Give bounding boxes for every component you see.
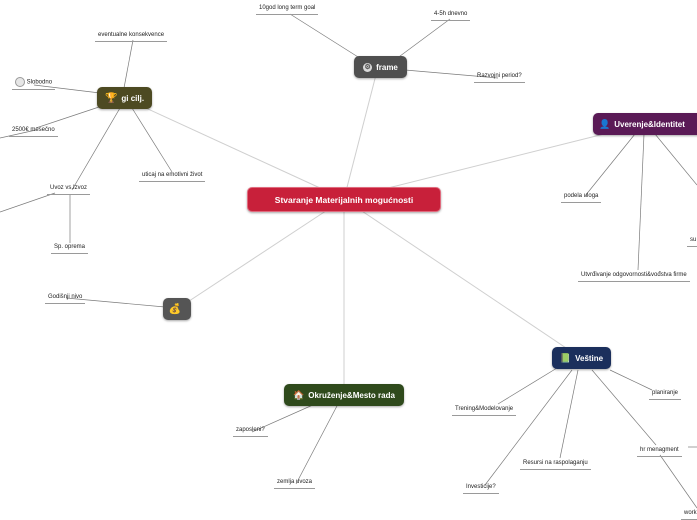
leaf-uvoz-label: Uvoz vs.Izvoz bbox=[50, 185, 88, 191]
topic-gi-cilj[interactable]: 🏆 gi cilj. bbox=[97, 87, 152, 109]
leaf-razvojni-period[interactable]: Razvojni period? bbox=[474, 72, 525, 83]
leaf-podela-uloga-label: podela uloga bbox=[564, 193, 599, 199]
leaf-uticaj-label: uticaj na emotivni život bbox=[142, 172, 203, 178]
leaf-uticaj[interactable]: uticaj na emotivni život bbox=[139, 171, 206, 182]
leaf-underline bbox=[561, 202, 602, 203]
leaf-resursi-label: Resursi na raspolaganju bbox=[523, 460, 588, 466]
topic-frame[interactable]: ⚙ frame bbox=[354, 56, 407, 78]
leaf-zaposleni[interactable]: zaposleni? bbox=[233, 426, 268, 437]
topic-okruzenje-label: Okruženje&Mesto rada bbox=[308, 390, 395, 400]
leaf-underline bbox=[45, 303, 86, 304]
leaf-long-term-goal-label: 10god long term goal bbox=[259, 5, 316, 11]
topic-okruzenje[interactable]: 🏠 Okruženje&Mesto rada bbox=[284, 384, 404, 406]
topic-uverenje-identitet[interactable]: 👤 Uverenje&Identitet bbox=[593, 113, 697, 135]
leaf-planiranje-label: planiranje bbox=[652, 390, 679, 396]
leaf-underline bbox=[95, 41, 168, 42]
central-topic-label: Stvaranje Materijalnih mogućnosti bbox=[274, 194, 414, 205]
leaf-underline bbox=[431, 20, 471, 21]
topic-gi-cilj-label: gi cilj. bbox=[121, 93, 145, 103]
leaf-underline bbox=[12, 88, 56, 90]
leaf-resursi[interactable]: Resursi na raspolaganju bbox=[520, 459, 591, 470]
leaf-utvrdivanje[interactable]: Utvrđivanje odgovornosti&vođstva firme bbox=[578, 271, 690, 282]
leaf-underline bbox=[51, 253, 89, 254]
leaf-mesecno[interactable]: 2500€ mesečno bbox=[9, 126, 58, 137]
leaf-underline bbox=[474, 82, 525, 83]
leaf-underline bbox=[274, 488, 316, 489]
gear-icon: ⚙ bbox=[363, 62, 373, 72]
leaf-mesecno-label: 2500€ mesečno bbox=[12, 127, 55, 133]
topic-money[interactable]: 💰 bbox=[163, 298, 191, 320]
leaf-eventualne-label: eventualne konsekvence bbox=[98, 32, 165, 38]
leaf-su[interactable]: su bbox=[687, 236, 697, 247]
leaf-underline bbox=[649, 399, 682, 400]
leaf-underline bbox=[637, 456, 682, 457]
leaf-slobodno-label: Slobodno bbox=[26, 79, 53, 86]
main-branch-lines bbox=[123, 66, 645, 394]
trophy-icon: 🏆 bbox=[104, 92, 118, 104]
leaf-work[interactable]: work bbox=[681, 509, 697, 520]
central-topic[interactable]: Stvaranje Materijalnih mogućnosti bbox=[247, 187, 441, 212]
leaf-zaposleni-label: zaposleni? bbox=[236, 427, 265, 433]
topic-vestine-label: Veštine bbox=[575, 353, 604, 363]
leaf-sp-oprema-label: Sp. oprema bbox=[54, 244, 86, 250]
topic-uverenje-label: Uverenje&Identitet bbox=[614, 119, 685, 129]
leaf-work-label: work bbox=[684, 510, 697, 516]
leaf-godisnji-label: Godišnji nivo bbox=[48, 294, 83, 300]
leaf-trening-label: Trening&Modelovanje bbox=[455, 406, 514, 412]
leaf-eventualne[interactable]: eventualne konsekvence bbox=[95, 31, 168, 42]
leaf-underline bbox=[233, 436, 268, 437]
leaf-zemlja-uvoza-label: zemlja uvoza bbox=[277, 479, 313, 485]
leaf-underline bbox=[578, 281, 690, 282]
clock-icon bbox=[15, 77, 25, 87]
leaf-dnevno[interactable]: 4-5h dnevno bbox=[431, 10, 471, 21]
leaf-underline bbox=[452, 415, 517, 416]
leaf-underline bbox=[139, 181, 206, 182]
leaf-trening[interactable]: Trening&Modelovanje bbox=[452, 405, 517, 416]
leaf-planiranje[interactable]: planiranje bbox=[649, 389, 682, 400]
leaf-underline bbox=[256, 14, 319, 15]
leaf-hr-label: hr menagment bbox=[640, 447, 679, 453]
leaf-sp-oprema[interactable]: Sp. oprema bbox=[51, 243, 89, 254]
leaf-dnevno-label: 4-5h dnevno bbox=[434, 11, 468, 17]
leaf-underline bbox=[47, 194, 91, 195]
leaf-hr[interactable]: hr menagment bbox=[637, 446, 682, 457]
leaf-utvrdivanje-label: Utvrđivanje odgovornosti&vođstva firme bbox=[581, 272, 687, 278]
person-icon: 👤 bbox=[599, 118, 611, 129]
money-bag-icon: 💰 bbox=[168, 303, 182, 315]
leaf-underline bbox=[9, 136, 58, 137]
book-icon: 📗 bbox=[559, 352, 572, 363]
leaf-zemlja-uvoza[interactable]: zemlja uvoza bbox=[274, 478, 316, 489]
leaf-podela-uloga[interactable]: podela uloga bbox=[561, 192, 602, 203]
topic-vestine[interactable]: 📗 Veštine bbox=[552, 347, 611, 369]
topic-frame-label: frame bbox=[376, 62, 398, 72]
leaf-investicije-label: Investicije? bbox=[466, 484, 496, 490]
leaf-investicije[interactable]: Investicije? bbox=[463, 483, 499, 494]
leaf-underline bbox=[687, 246, 697, 247]
leaf-godisnji[interactable]: Godišnji nivo bbox=[45, 293, 86, 304]
leaf-uvoz[interactable]: Uvoz vs.Izvoz bbox=[47, 184, 91, 195]
leaf-long-term-goal[interactable]: 10god long term goal bbox=[256, 4, 319, 15]
leaf-underline bbox=[463, 493, 499, 494]
leaf-slobodno[interactable]: Slobodno bbox=[12, 77, 56, 90]
house-icon: 🏠 bbox=[293, 389, 305, 400]
leaf-razvojni-period-label: Razvojni period? bbox=[477, 73, 522, 79]
leaf-su-label: su bbox=[690, 237, 697, 243]
leaf-underline bbox=[520, 469, 591, 470]
sub-branch-lines bbox=[0, 13, 697, 509]
